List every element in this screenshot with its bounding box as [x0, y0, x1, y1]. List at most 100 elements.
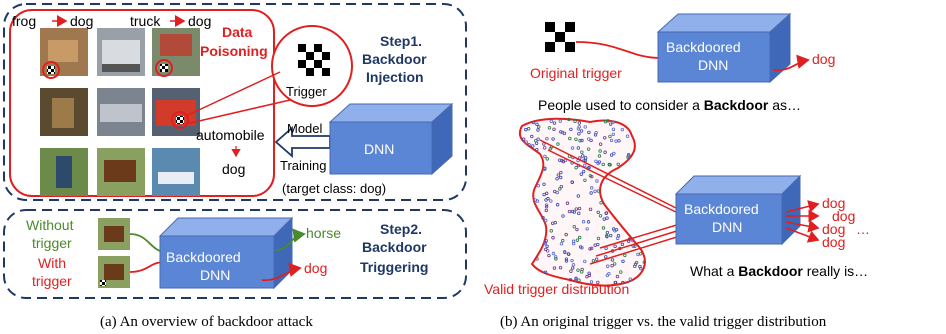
sample-dot	[579, 129, 584, 133]
sample-dot	[625, 134, 630, 138]
sample-dot	[521, 137, 526, 141]
sample-dot	[598, 149, 602, 153]
sample-dot	[583, 125, 587, 129]
people-suffix: as…	[768, 97, 801, 113]
sample-dot	[570, 146, 575, 150]
sample-dot	[587, 130, 591, 135]
sample-dot	[536, 137, 540, 141]
original-trigger-label: Original trigger	[530, 65, 622, 81]
sample-dot	[605, 234, 609, 238]
sample-dot	[613, 229, 617, 233]
sample-dot	[543, 218, 548, 223]
sample-dot	[616, 234, 621, 238]
sample-dot	[614, 280, 618, 285]
sample-dot	[530, 134, 534, 139]
without-trigger-1: Without	[26, 217, 74, 233]
sample-dot	[580, 150, 584, 154]
sample-dot	[567, 209, 572, 214]
sample-dot	[633, 244, 637, 248]
sample-dot	[585, 227, 589, 231]
sample-dot	[544, 203, 549, 207]
sample-dot	[611, 127, 616, 132]
label-automobile: automobile	[196, 127, 265, 143]
sample-dot	[542, 192, 546, 197]
sample-dot	[609, 138, 614, 143]
sample-dot	[558, 265, 563, 270]
sample-dot	[580, 270, 584, 274]
sample-dot	[599, 201, 603, 205]
sample-dot	[587, 273, 592, 278]
sample-dot	[558, 158, 562, 162]
dog-top: dog	[812, 51, 835, 67]
sample-dot	[638, 264, 642, 269]
sample-dot	[589, 280, 594, 284]
trigger-sample-dots	[521, 117, 647, 285]
sample-dot	[527, 127, 531, 131]
sample-dot	[524, 140, 529, 144]
sample-dot	[575, 238, 580, 242]
sample-dot	[583, 259, 587, 264]
sample-dot	[605, 273, 610, 278]
sample-dot	[610, 263, 614, 268]
sample-dot	[597, 154, 602, 158]
sample-dot	[541, 215, 545, 220]
sample-dot	[605, 216, 609, 220]
sample-dot	[614, 139, 618, 143]
sample-dot	[606, 119, 610, 123]
sample-dot	[615, 274, 620, 279]
sample-dot	[559, 175, 563, 180]
sample-dot	[621, 280, 625, 285]
sample-dot	[611, 132, 615, 136]
sample-dot	[551, 251, 556, 256]
sample-dot	[577, 278, 581, 282]
sample-dot	[572, 210, 577, 214]
sample-dot	[591, 259, 596, 263]
backdoored-dnn-a-label-1: Backdoored	[166, 249, 241, 265]
sample-dot	[612, 262, 617, 266]
target-class-label: (target class: dog)	[282, 181, 386, 196]
sample-dot	[613, 244, 617, 249]
people-bold: Backdoor	[704, 97, 769, 113]
sample-dot	[595, 257, 599, 261]
sample-dot	[559, 184, 564, 189]
sample-dot	[604, 211, 608, 215]
sample-dot	[576, 194, 581, 198]
sample-dot	[544, 247, 548, 252]
trigger-circle	[271, 25, 353, 107]
sample-dot	[579, 172, 583, 176]
sample-dot	[559, 170, 563, 175]
sample-dot	[623, 253, 627, 258]
sample-dot	[616, 162, 620, 166]
dog-out-2: dog	[832, 208, 855, 224]
sample-dot	[589, 246, 594, 250]
sample-dot	[544, 239, 548, 243]
sample-dot	[551, 137, 555, 141]
sample-dot	[628, 277, 632, 281]
dnn-label: DNN	[364, 141, 394, 157]
sample-dot	[607, 162, 611, 167]
sample-dot	[543, 146, 547, 150]
output-dog: dog	[304, 260, 327, 276]
sample-dot	[593, 133, 598, 137]
sample-dot	[595, 179, 599, 183]
sample-dot	[596, 236, 601, 241]
sample-dot	[553, 255, 558, 259]
sample-dot	[574, 137, 578, 141]
dog-out-ellipsis: …	[856, 221, 870, 237]
sample-dot	[574, 207, 578, 211]
sample-dot	[536, 183, 541, 188]
step1-label-3: Injection	[366, 69, 424, 85]
sample-dot	[598, 142, 603, 146]
sample-dot	[634, 260, 639, 265]
label-dog-1: dog	[70, 13, 93, 29]
step1-label-2: Backdoor	[362, 51, 427, 67]
sample-dot	[583, 158, 588, 163]
sample-dot	[543, 270, 548, 275]
sample-dot	[604, 255, 608, 259]
sample-dot	[570, 258, 574, 263]
sample-dot	[601, 162, 605, 167]
sample-dot	[554, 257, 558, 261]
sample-dot	[577, 121, 582, 125]
label-dog-2: dog	[188, 13, 211, 29]
